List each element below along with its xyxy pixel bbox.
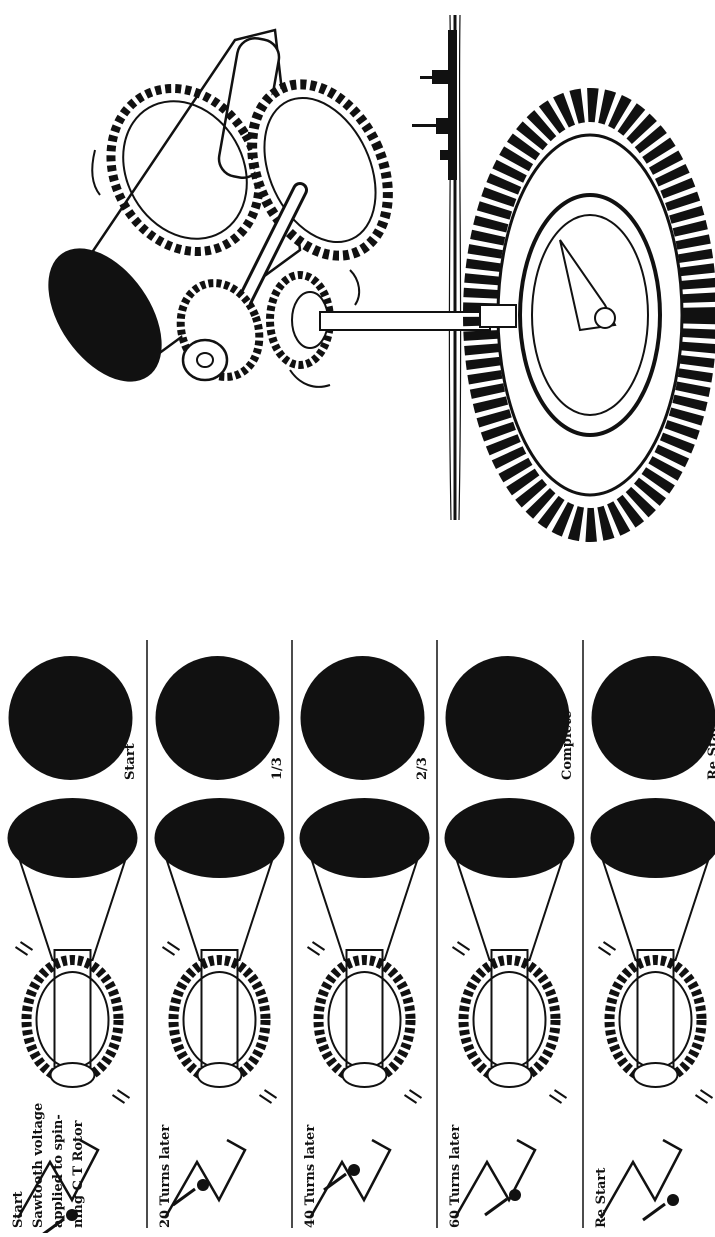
- crt-screen: [445, 798, 575, 878]
- motion-lines-icon: [696, 1090, 713, 1103]
- crt-screen: [8, 798, 138, 878]
- crt-screen: [591, 798, 715, 878]
- crt-neck: [202, 950, 238, 1080]
- motion-lines-icon: [453, 942, 470, 955]
- rotating-radar-antenna: [480, 105, 700, 525]
- sweep-position-dot: [667, 1194, 679, 1206]
- rotation-arrow-icon: [290, 370, 330, 387]
- crt-screen: [300, 798, 430, 878]
- ship-silhouette: [412, 30, 457, 180]
- row-label: 40 Turns later: [303, 1125, 318, 1228]
- screen-disc: [592, 656, 715, 780]
- rotor-hub: [198, 1063, 242, 1087]
- motion-lines-icon: [599, 942, 616, 955]
- sweep-position-dot: [509, 1189, 521, 1201]
- rotor-hub: [634, 1063, 678, 1087]
- sawtooth-waveform-icon: [165, 1140, 245, 1218]
- rotor-hub: [51, 1063, 95, 1087]
- stage-label: Re Start: [706, 720, 715, 780]
- row-label: ning C T Rotor: [71, 1120, 86, 1228]
- stage-label: Start: [123, 743, 138, 780]
- sequence-panel: 60 Turns later Complete: [445, 656, 576, 1228]
- sweep-position-dot: [197, 1179, 209, 1191]
- stage-label: Complete: [560, 711, 575, 780]
- stage-label: 1/3: [270, 757, 285, 780]
- sawtooth-waveform-icon: [310, 1140, 390, 1218]
- pointer-arrow-icon: [485, 1199, 507, 1215]
- screen-disc: [9, 656, 133, 780]
- sequence-panel: Re Start Re Start: [591, 656, 715, 1228]
- crt-neck: [492, 950, 528, 1080]
- crt-neck: [347, 950, 383, 1080]
- motion-lines-icon: [16, 942, 33, 955]
- motion-lines-icon: [550, 1090, 567, 1103]
- gear-drive-mechanism: [25, 15, 700, 525]
- motion-lines-icon: [113, 1090, 130, 1103]
- rotation-arrow-icon: [350, 270, 359, 305]
- pointer-arrow-icon: [643, 1204, 665, 1220]
- row-label: Re Start: [594, 1168, 609, 1228]
- rotor-hub: [343, 1063, 387, 1087]
- row-label: 20 Turns later: [158, 1125, 173, 1228]
- sweep-position-dot: [348, 1164, 360, 1176]
- sequence-panel: 20 Turns later 1/3: [155, 656, 286, 1228]
- motion-lines-icon: [405, 1090, 422, 1103]
- crt-screen: [155, 798, 285, 878]
- sequence-panel: 40 Turns later 2/3: [300, 656, 431, 1228]
- crt-neck: [638, 950, 674, 1080]
- crt-tube: [25, 30, 300, 402]
- crt-neck: [55, 950, 91, 1080]
- motion-lines-icon: [260, 1090, 277, 1103]
- motion-lines-icon: [308, 942, 325, 955]
- row-label: 60 Turns later: [448, 1125, 463, 1228]
- rotor-hub: [488, 1063, 532, 1087]
- screen-disc: [301, 656, 425, 780]
- rotation-arrow-icon: [92, 150, 100, 195]
- motion-lines-icon: [163, 942, 180, 955]
- row-label: Sawtooth voltage: [31, 1103, 46, 1228]
- stage-label: 2/3: [415, 757, 430, 780]
- water-ripple: [459, 15, 461, 520]
- screen-disc: [156, 656, 280, 780]
- row-label: applied to spin-: [51, 1114, 66, 1228]
- screen-disc: [446, 656, 570, 780]
- sawtooth-waveform-icon: [601, 1140, 681, 1218]
- row-label: Start: [11, 1191, 26, 1228]
